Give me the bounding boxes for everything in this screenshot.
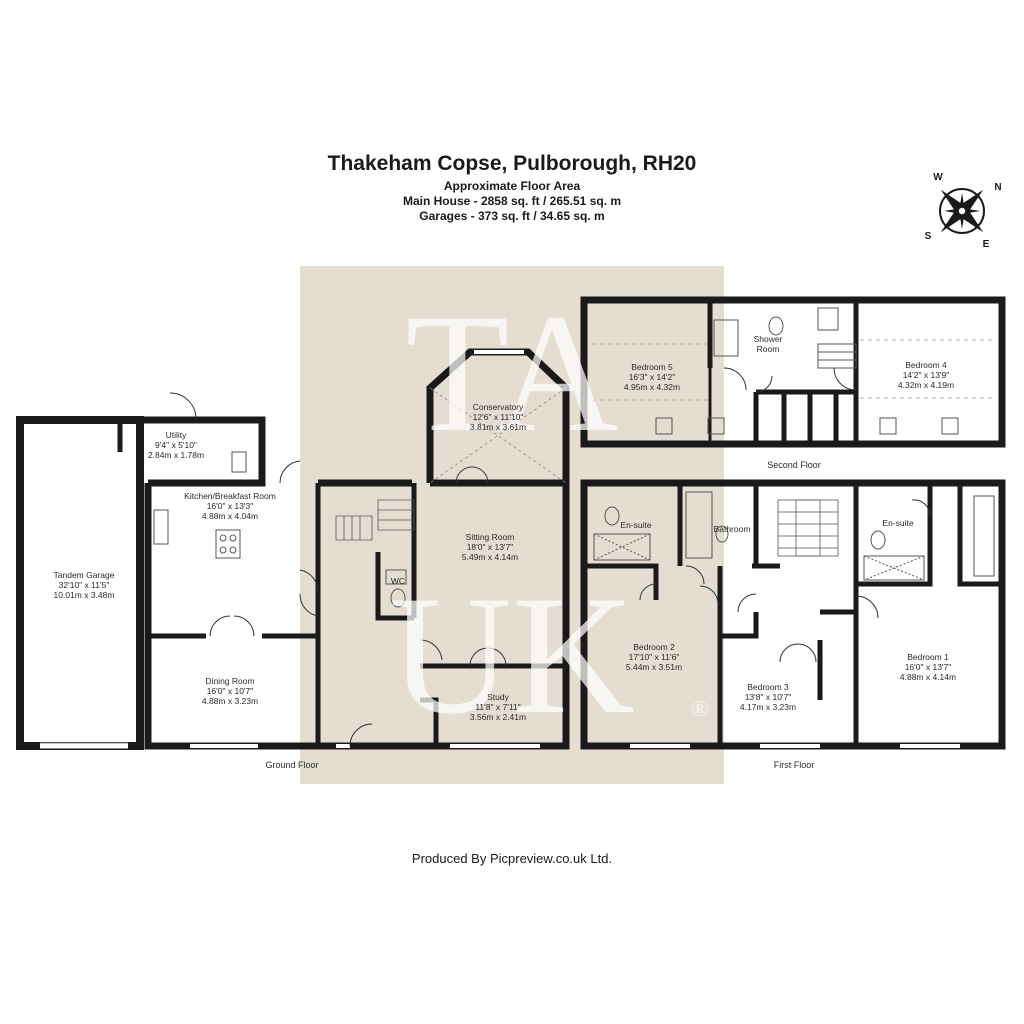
bedroom1-metric: 4.88m x 4.14m: [900, 672, 956, 682]
kitchen-metric: 4.88m x 4.04m: [202, 511, 258, 521]
bedroom5-metric: 4.95m x 4.32m: [624, 382, 680, 392]
kitchen-imperial: 16'0" x 13'3": [207, 501, 254, 511]
conservatory-rooflines: [429, 387, 567, 484]
utility-walls: [117, 420, 265, 483]
first-floor-label: First Floor: [774, 760, 815, 770]
second-floor-plan: [580, 296, 1006, 448]
garage-imperial: 32'10" x 11'5": [59, 580, 110, 590]
bedroom2-name: Bedroom 2: [633, 642, 675, 652]
conservatory-metric: 3.81m x 3.61m: [470, 422, 526, 432]
bedroom3-metric: 4.17m x 3.23m: [740, 702, 796, 712]
sitting-name: Sitting Room: [466, 532, 515, 542]
kitchen-fittings: [153, 451, 407, 608]
second-doors: [723, 367, 857, 393]
kitchen-name: Kitchen/Breakfast Room: [184, 491, 276, 501]
shower-room-name-2: Room: [757, 344, 780, 354]
utility-metric: 2.84m x 1.78m: [148, 450, 204, 460]
compass-n: N: [994, 182, 1001, 193]
second-dashed-rooflines: [592, 339, 996, 401]
bedroom2-metric: 5.44m x 3.51m: [626, 662, 682, 672]
watermark-registered-mark: ®: [692, 696, 709, 721]
floor-area-heading: Approximate Floor Area: [443, 179, 581, 193]
first-stairs: [777, 499, 839, 557]
bedroom5-imperial: 16'3" x 14'2": [629, 372, 676, 382]
watermark-uk: UK: [389, 561, 635, 749]
ground-floor-label: Ground Floor: [265, 760, 318, 770]
garage-name: Tandem Garage: [54, 570, 115, 580]
dining-metric: 4.88m x 3.23m: [202, 696, 258, 706]
study-imperial: 11'8" x 7'11": [475, 702, 520, 712]
bedroom4-imperial: 14'2" x 13'9": [903, 370, 950, 380]
dining-name: Dining Room: [205, 676, 254, 686]
bathroom-name: Bathroom: [714, 524, 751, 534]
compass-rose-icon: [939, 188, 985, 234]
first-doors: [639, 499, 931, 663]
bedroom5-name: Bedroom 5: [631, 362, 673, 372]
garage-walls: [16, 416, 144, 750]
first-internal-walls: [584, 483, 1002, 746]
sitting-metric: 5.49m x 4.14m: [462, 552, 518, 562]
second-floor-label: Second Floor: [767, 460, 821, 470]
study-metric: 3.56m x 2.41m: [470, 712, 526, 722]
ground-windows: [190, 350, 540, 748]
garage-metric: 10.01m x 3.48m: [54, 590, 115, 600]
bedroom3-imperial: 13'8" x 10'7": [745, 692, 792, 702]
second-fittings: [655, 307, 959, 435]
first-floor-plan: [580, 479, 1006, 750]
ground-stairs: [335, 499, 415, 541]
utility-imperial: 9'4" x 5'10": [155, 440, 197, 450]
conservatory-imperial: 12'6" x 11'10": [473, 412, 524, 422]
first-outer-walls: [580, 479, 1006, 750]
bedroom2-imperial: 17'10" x 11'6": [629, 652, 680, 662]
wc-name: WC: [391, 576, 405, 586]
compass-e: E: [983, 239, 990, 250]
watermark-ta: TA: [406, 279, 619, 467]
utility-name: Utility: [166, 430, 188, 440]
bedroom4-metric: 4.32m x 4.19m: [898, 380, 954, 390]
garages-area: Garages - 373 sq. ft / 34.65 sq. m: [419, 209, 605, 223]
compass-w: W: [933, 172, 943, 183]
bedroom1-name: Bedroom 1: [907, 652, 949, 662]
bedroom4-name: Bedroom 4: [905, 360, 947, 370]
sitting-imperial: 18'0" x 13'7": [467, 542, 514, 552]
bedroom3-name: Bedroom 3: [747, 682, 789, 692]
second-internal-walls: [707, 300, 859, 444]
ground-floor-plan: [16, 348, 570, 750]
main-house-area: Main House - 2858 sq. ft / 265.51 sq. m: [402, 194, 622, 208]
plan-title: Thakeham Copse, Pulborough, RH20: [327, 152, 697, 175]
ensuite2-name: En-suite: [620, 520, 651, 530]
compass-s: S: [925, 231, 932, 242]
ground-doors: [169, 392, 507, 747]
study-name: Study: [487, 692, 509, 702]
dining-imperial: 16'0" x 10'7": [207, 686, 254, 696]
ensuite1-name: En-suite: [882, 518, 913, 528]
producer-credit: Produced By Picpreview.co.uk Ltd.: [411, 851, 613, 866]
conservatory-name: Conservatory: [473, 402, 524, 412]
first-sanitaryware: [593, 491, 995, 581]
second-outer-walls: [580, 296, 1006, 448]
bedroom1-imperial: 16'0" x 13'7": [905, 662, 952, 672]
shower-room-name-1: Shower: [754, 334, 783, 344]
